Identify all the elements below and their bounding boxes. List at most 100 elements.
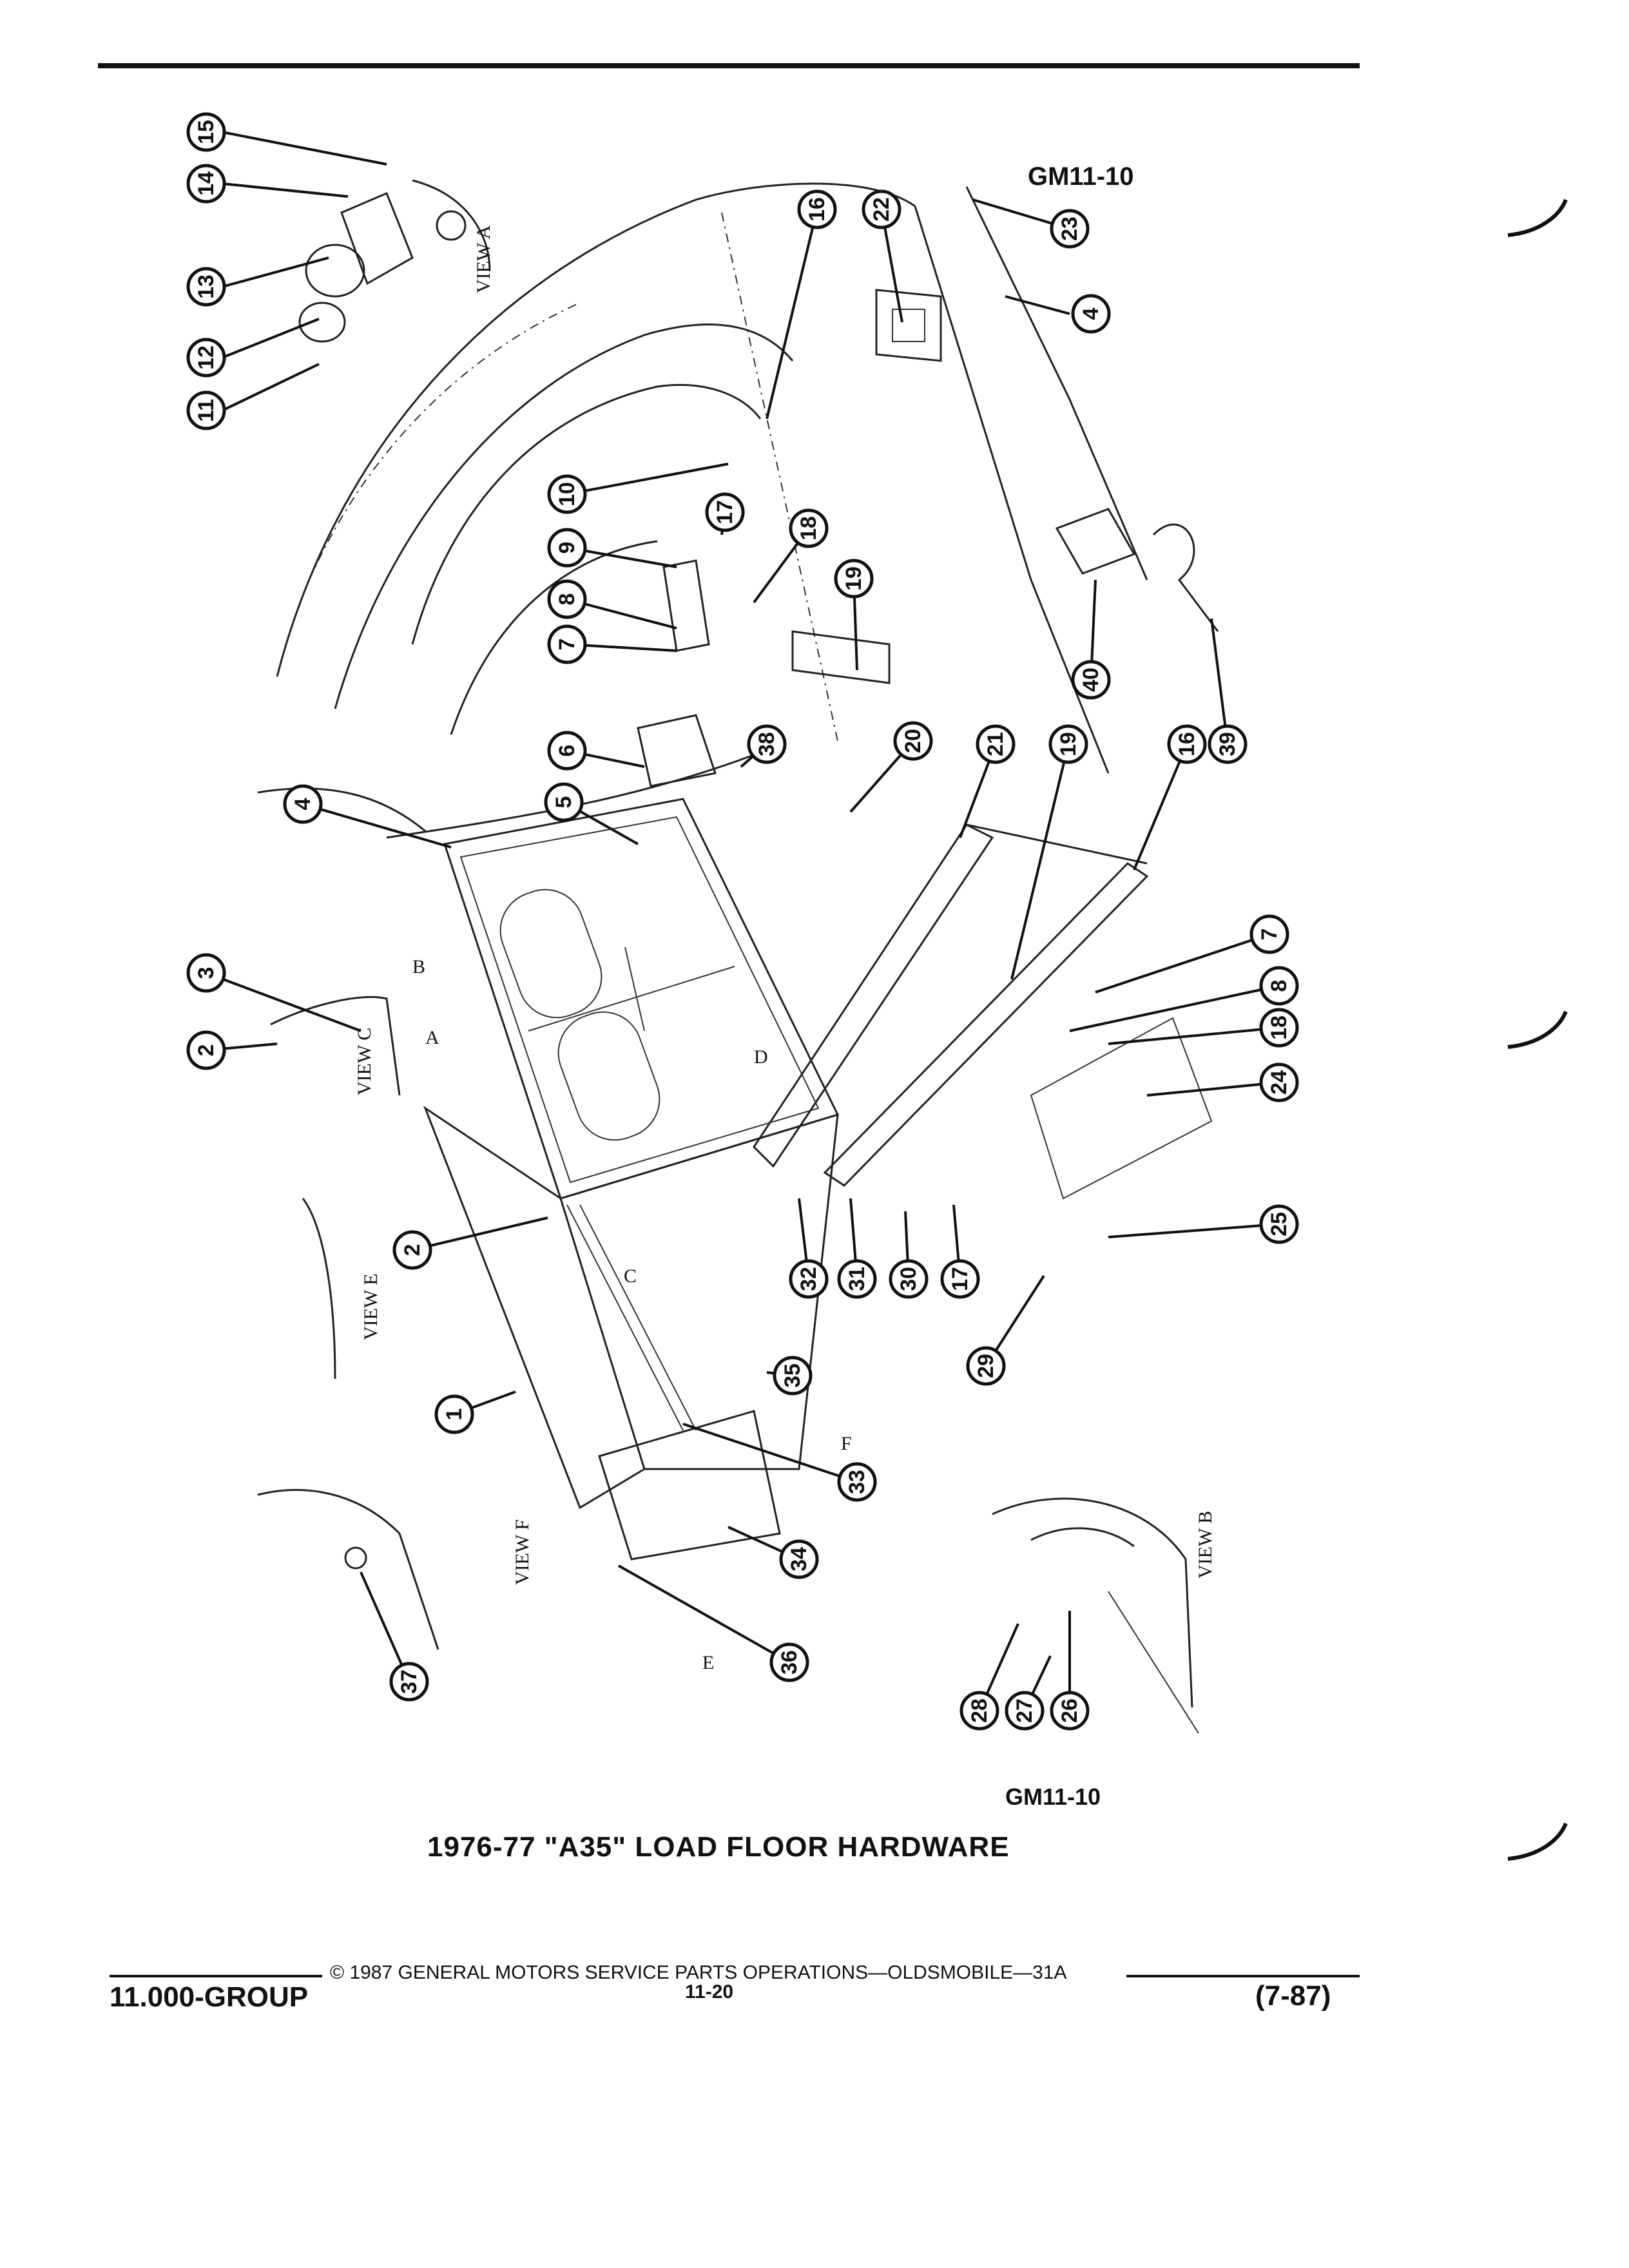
callout-2: 2 bbox=[186, 1030, 226, 1070]
figure-id-top: GM11-10 bbox=[1028, 162, 1134, 191]
view-labels: VIEW A VIEW B VIEW C VIEW E VIEW F bbox=[354, 225, 1216, 1585]
svg-text:16: 16 bbox=[1175, 732, 1199, 756]
svg-text:2: 2 bbox=[194, 1044, 218, 1057]
svg-text:30: 30 bbox=[896, 1267, 921, 1291]
callout-17: 17 bbox=[705, 492, 745, 532]
callout-39: 39 bbox=[1208, 724, 1248, 764]
callout-29: 29 bbox=[966, 1346, 1006, 1386]
view-b-inset bbox=[992, 1497, 1199, 1734]
view-label-c: VIEW C bbox=[354, 1028, 375, 1095]
svg-text:2: 2 bbox=[400, 1244, 425, 1256]
callout-16: 16 bbox=[797, 189, 837, 229]
callout-31: 31 bbox=[837, 1259, 877, 1299]
margin-mark-3 bbox=[1507, 1822, 1568, 1861]
callout-34: 34 bbox=[779, 1539, 819, 1579]
callout-19: 19 bbox=[1048, 724, 1088, 764]
callouts: 1 2 2 3 4 4 5 6 7 7 8 8 9 10 11 12 13 14… bbox=[186, 112, 1299, 1731]
svg-text:24: 24 bbox=[1267, 1070, 1291, 1095]
svg-text:4: 4 bbox=[1079, 307, 1103, 320]
footer-rule-left bbox=[110, 1975, 322, 1977]
top-rule bbox=[98, 63, 1360, 68]
callout-13: 13 bbox=[186, 267, 226, 307]
view-arrow-a: A bbox=[425, 1027, 439, 1048]
svg-text:17: 17 bbox=[948, 1267, 972, 1291]
svg-text:8: 8 bbox=[555, 593, 579, 606]
figure-id-bottom: GM11-10 bbox=[1005, 1783, 1101, 1810]
svg-text:13: 13 bbox=[194, 274, 218, 299]
callout-21: 21 bbox=[976, 724, 1016, 764]
svg-text:20: 20 bbox=[901, 729, 925, 753]
svg-text:19: 19 bbox=[1056, 732, 1081, 756]
callout-40: 40 bbox=[1071, 660, 1111, 700]
svg-text:9: 9 bbox=[555, 542, 579, 554]
view-label-a: VIEW A bbox=[473, 225, 494, 293]
svg-text:31: 31 bbox=[845, 1267, 869, 1291]
svg-text:4: 4 bbox=[291, 798, 315, 810]
svg-text:40: 40 bbox=[1079, 668, 1103, 692]
view-label-b: VIEW B bbox=[1195, 1511, 1216, 1579]
footer-rule-right bbox=[1126, 1975, 1360, 1977]
svg-text:25: 25 bbox=[1267, 1212, 1291, 1236]
callout-27: 27 bbox=[1005, 1691, 1045, 1731]
callout-23: 23 bbox=[1050, 209, 1090, 249]
svg-text:10: 10 bbox=[555, 482, 579, 506]
svg-text:3: 3 bbox=[194, 967, 218, 979]
callout-14: 14 bbox=[186, 164, 226, 204]
callout-22: 22 bbox=[862, 189, 901, 229]
svg-text:28: 28 bbox=[967, 1698, 992, 1723]
callout-28: 28 bbox=[959, 1691, 999, 1731]
svg-text:12: 12 bbox=[194, 345, 218, 370]
callout-10: 10 bbox=[547, 474, 587, 514]
hinge-detail bbox=[637, 289, 1219, 787]
svg-text:37: 37 bbox=[397, 1669, 421, 1694]
svg-text:1: 1 bbox=[442, 1408, 467, 1421]
svg-text:21: 21 bbox=[983, 732, 1008, 756]
svg-text:27: 27 bbox=[1012, 1698, 1037, 1723]
page-number: 11-20 bbox=[685, 1981, 734, 2003]
callout-2: 2 bbox=[392, 1230, 432, 1270]
view-arrow-b: B bbox=[412, 956, 425, 977]
callout-19: 19 bbox=[834, 559, 874, 599]
svg-text:18: 18 bbox=[796, 516, 821, 541]
callout-6: 6 bbox=[547, 731, 587, 771]
load-floor-panel bbox=[423, 798, 840, 1561]
view-arrow-e: E bbox=[702, 1652, 714, 1673]
view-arrow-d: D bbox=[754, 1046, 768, 1068]
callout-32: 32 bbox=[789, 1259, 829, 1299]
callout-18: 18 bbox=[1259, 1008, 1299, 1048]
callout-4: 4 bbox=[1071, 294, 1111, 334]
svg-text:39: 39 bbox=[1215, 732, 1240, 756]
callout-35: 35 bbox=[773, 1356, 813, 1396]
callout-8: 8 bbox=[547, 579, 587, 619]
callout-15: 15 bbox=[186, 112, 226, 152]
svg-text:34: 34 bbox=[787, 1547, 811, 1571]
figure-caption: 1976-77 "A35" LOAD FLOOR HARDWARE bbox=[427, 1831, 1010, 1863]
callout-20: 20 bbox=[893, 721, 933, 761]
callout-30: 30 bbox=[889, 1259, 929, 1299]
svg-text:26: 26 bbox=[1057, 1698, 1082, 1723]
callout-24: 24 bbox=[1259, 1062, 1299, 1102]
callout-38: 38 bbox=[747, 724, 787, 764]
callout-7: 7 bbox=[1249, 914, 1289, 954]
callout-1: 1 bbox=[434, 1394, 474, 1434]
svg-text:18: 18 bbox=[1267, 1015, 1291, 1040]
margin-mark-1 bbox=[1507, 198, 1568, 237]
view-label-e: VIEW E bbox=[360, 1273, 381, 1340]
view-label-f: VIEW F bbox=[512, 1519, 533, 1585]
svg-text:7: 7 bbox=[1257, 928, 1282, 941]
svg-text:35: 35 bbox=[780, 1363, 805, 1388]
view-arrow-c: C bbox=[624, 1265, 637, 1287]
callout-17: 17 bbox=[940, 1259, 980, 1299]
svg-text:36: 36 bbox=[777, 1650, 802, 1675]
revision-date: (7-87) bbox=[1255, 1980, 1331, 2012]
view-arrow-f: F bbox=[841, 1433, 852, 1454]
svg-text:22: 22 bbox=[869, 197, 894, 222]
copyright-line: © 1987 GENERAL MOTORS SERVICE PARTS OPER… bbox=[330, 1962, 1067, 1983]
svg-text:15: 15 bbox=[194, 120, 218, 144]
callout-9: 9 bbox=[547, 528, 587, 568]
svg-text:33: 33 bbox=[845, 1470, 869, 1494]
callout-25: 25 bbox=[1259, 1204, 1299, 1244]
margin-mark-2 bbox=[1507, 1010, 1568, 1049]
callout-7: 7 bbox=[547, 624, 587, 664]
